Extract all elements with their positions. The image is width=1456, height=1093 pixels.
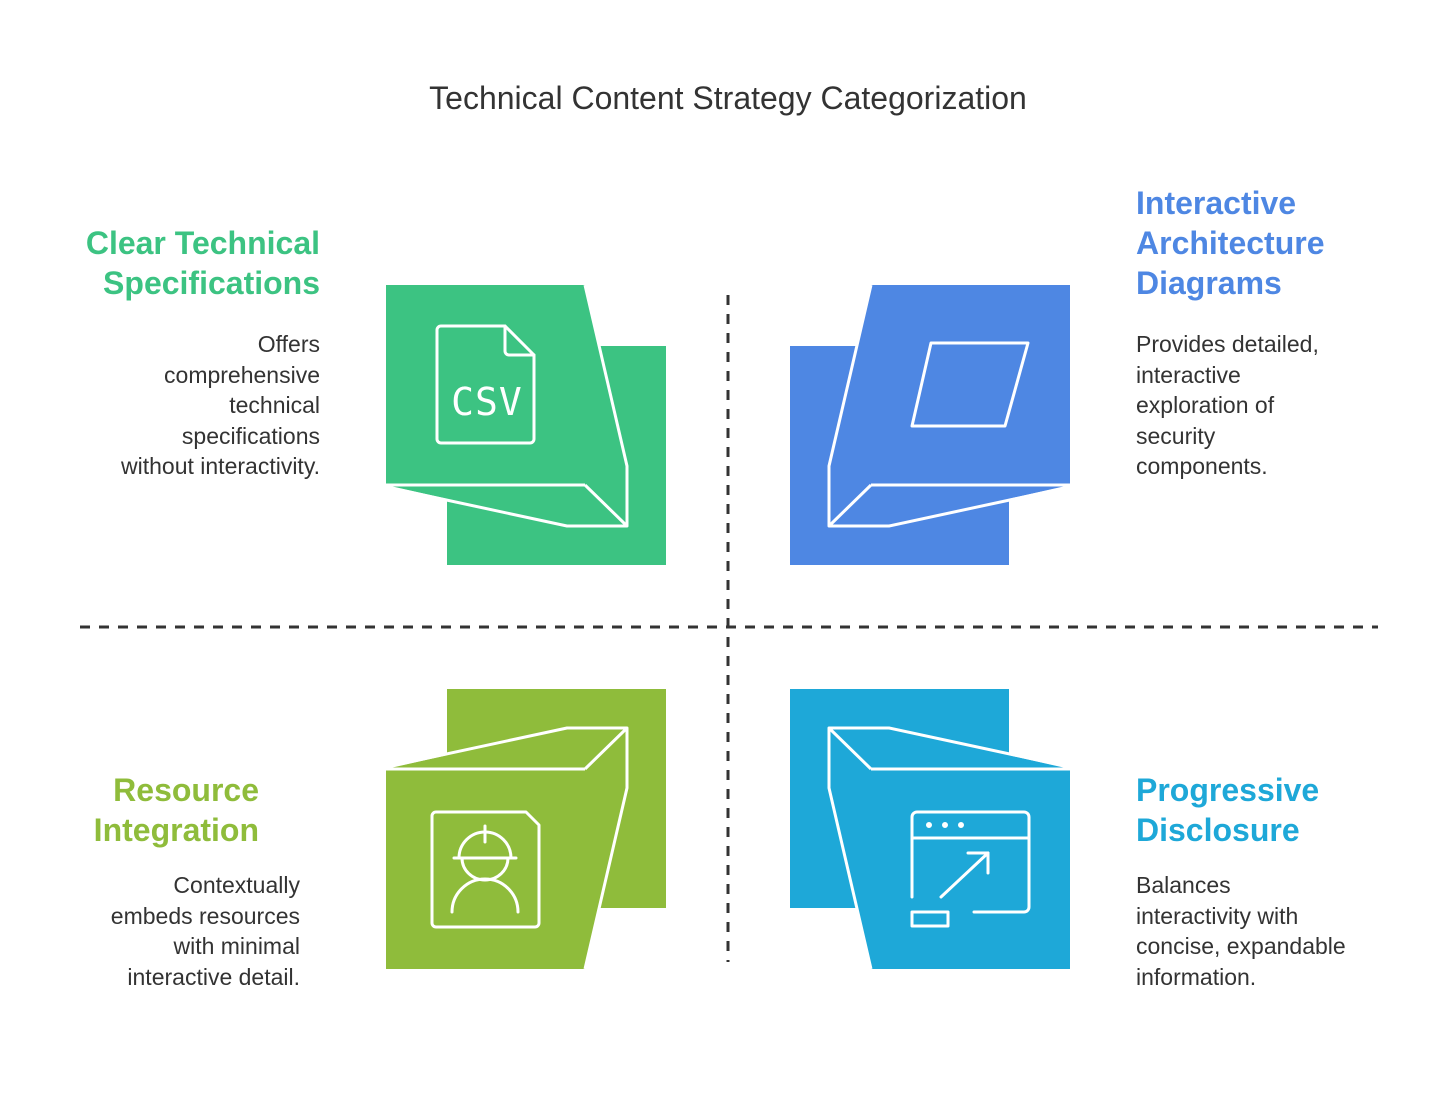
diagram-title: Technical Content Strategy Categorizatio… xyxy=(429,80,1027,116)
desc-line: Offers xyxy=(257,331,320,357)
desc-interactive-architecture-diagrams: Provides detailed, interactive explorati… xyxy=(1136,329,1319,482)
heading-line: Interactive xyxy=(1136,185,1297,221)
desc-line: security xyxy=(1136,422,1216,449)
desc-line: embeds resources xyxy=(110,902,300,929)
heading-progressive-disclosure: Progressive Disclosure xyxy=(1136,770,1319,850)
heading-line: Specifications xyxy=(103,265,320,301)
top-right-cube xyxy=(790,284,1070,565)
desc-line: exploration of xyxy=(1136,392,1275,418)
heading-line: Progressive xyxy=(1136,772,1320,808)
parallelogram-icon xyxy=(910,341,1030,428)
bottom-left-cube xyxy=(386,689,666,970)
desc-line: without interactivity. xyxy=(121,453,320,479)
heading-line: Resource xyxy=(113,772,259,808)
desc-line: interactive xyxy=(1136,361,1241,388)
desc-line: technical xyxy=(229,392,320,418)
heading-line: Integration xyxy=(93,812,259,848)
desc-line: information. xyxy=(1136,963,1257,990)
desc-line: Balances xyxy=(1136,872,1231,898)
desc-line: concise, expandable xyxy=(1136,933,1346,959)
desc-line: Provides detailed, xyxy=(1136,331,1319,357)
heading-line: Clear Technical xyxy=(85,225,320,261)
csv-icon-label: CSV xyxy=(451,380,523,424)
desc-line: interactive detail. xyxy=(127,963,300,990)
heading-line: Architecture xyxy=(1136,225,1325,261)
top-left-cube xyxy=(386,284,666,565)
bottom-right-cube xyxy=(790,689,1070,970)
desc-clear-technical-specifications: Offers comprehensive technical specifica… xyxy=(121,329,320,482)
desc-resource-integration: Contextually embeds resources with minim… xyxy=(111,870,300,992)
expand-window-icon xyxy=(910,810,1031,928)
heading-clear-technical-specifications: Clear Technical Specifications xyxy=(86,223,320,303)
heading-line: Diagrams xyxy=(1136,265,1282,301)
engineer-icon xyxy=(430,810,541,929)
desc-line: with minimal xyxy=(173,933,300,959)
desc-line: specifications xyxy=(181,422,320,449)
desc-line: interactivity with xyxy=(1136,902,1299,929)
desc-line: components. xyxy=(1136,453,1268,479)
desc-line: Contextually xyxy=(173,872,300,898)
desc-line: comprehensive xyxy=(164,361,320,388)
csv-file-icon xyxy=(435,324,536,445)
desc-progressive-disclosure: Balances interactivity with concise, exp… xyxy=(1136,870,1346,992)
heading-interactive-architecture-diagrams: Interactive Architecture Diagrams xyxy=(1136,183,1325,303)
heading-resource-integration: Resource Integration xyxy=(94,770,259,850)
heading-line: Disclosure xyxy=(1136,812,1300,848)
